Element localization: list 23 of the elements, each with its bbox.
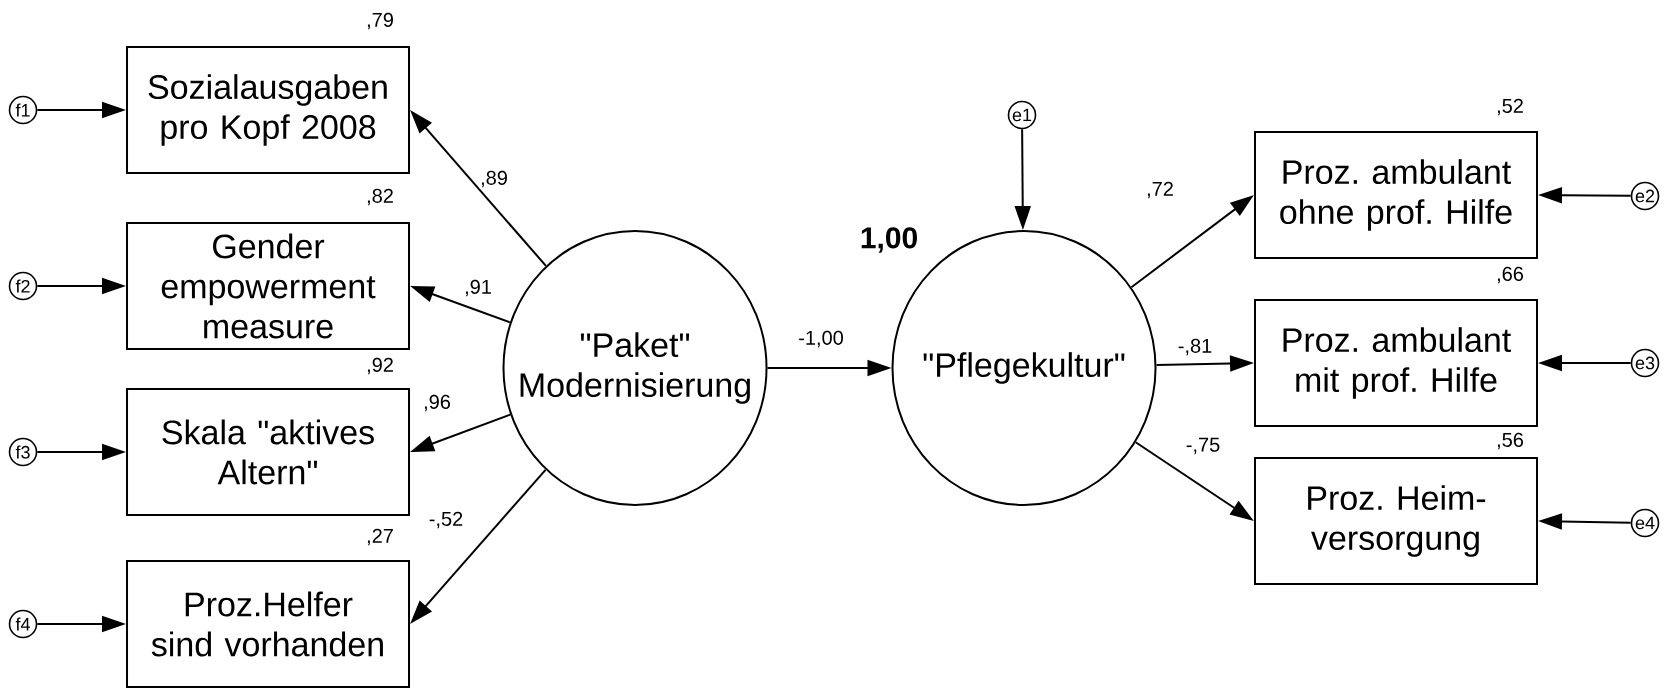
value-label: ,66 <box>1497 266 1524 284</box>
variable-box: Gender empowerment measure <box>126 222 410 350</box>
edge-label: ,91 <box>463 278 493 298</box>
value-label: ,52 <box>1497 98 1523 116</box>
value-label: 1,00 <box>861 227 917 253</box>
edge-label: -1,00 <box>797 329 845 349</box>
value-label: ,56 <box>1497 432 1524 450</box>
value-label: ,79 <box>367 12 393 30</box>
edge-label: ,72 <box>1145 180 1175 200</box>
value-label: ,92 <box>367 357 393 375</box>
value-label: ,27 <box>367 528 393 546</box>
variable-box: Proz. ambulant ohne prof. Hilfe <box>1254 131 1538 259</box>
value-label: ,82 <box>367 188 393 206</box>
edge-label: -,52 <box>427 510 465 530</box>
edge-label: ,89 <box>479 169 509 189</box>
variable-box: Proz.Helfer sind vorhanden <box>126 560 410 688</box>
variable-box: Sozialausgaben pro Kopf 2008 <box>126 46 410 174</box>
edge-label: -,81 <box>1176 337 1214 357</box>
variable-box: Proz. ambulant mit prof. Hilfe <box>1254 299 1538 427</box>
edge-label: -,75 <box>1184 436 1222 456</box>
variable-box: Skala "aktives Altern" <box>126 388 410 516</box>
edge-label: ,96 <box>422 393 452 413</box>
variable-box: Proz. Heim- versorgung <box>1254 457 1538 585</box>
